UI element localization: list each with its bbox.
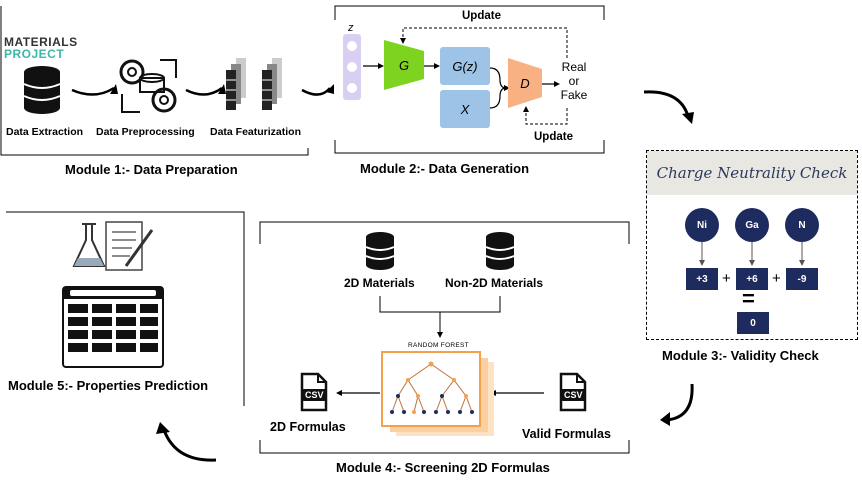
charge-check-header: Charge Neutrality Check [647,151,857,195]
lab-flask-document-icon [72,221,154,271]
gan-output: Real or Fake [560,60,588,102]
arrow-m1-m2 [301,84,334,96]
class-2d-materials: 2D Materials [344,276,415,290]
element-node-ga: Ga [735,208,769,242]
plus-sign-1: + [722,270,731,287]
update-bottom-label: Update [534,131,573,143]
latent-vector [343,34,361,100]
csv-output-tag: CSV [302,389,327,401]
element-node-ni: Ni [685,208,719,242]
arrow-1 [71,84,118,96]
element-node-n: N [785,208,819,242]
step-data-extraction: Data Extraction [6,126,84,138]
module5-title: Module 5:- Properties Prediction [8,378,209,393]
module1-title: Module 1:- Data Preparation [65,162,238,177]
gears-icon [119,59,177,113]
module2-title: Module 2:- Data Generation [360,161,530,176]
equals-sign: = [742,286,755,311]
results-table-icon [62,286,164,368]
database-2d-icon [365,232,395,270]
arrow-m2-m3 [643,90,694,124]
charge-box-n: -9 [786,268,818,290]
real-sample-label: X [460,101,470,117]
logo-line2: PROJECT [4,47,65,61]
plus-sign-2: + [772,270,781,287]
step-data-preprocessing: Data Preprocessing [96,126,195,138]
database-non2d-icon [485,232,515,270]
generator-label: G [398,57,410,73]
charge-box-ni: +3 [686,268,718,290]
charge-box-ga: +6 [736,268,768,290]
random-forest-label: RANDOM FOREST [408,342,469,349]
charge-sum-box: 0 [737,312,769,334]
validity-check-frame [646,150,858,340]
output-real: Real [561,60,587,74]
module4-title: Module 4:- Screening 2D Formulas [336,460,550,475]
discriminator-label: D [520,75,530,91]
generated-label: G(z) [452,58,478,74]
database-icon [23,66,61,114]
csv-input-icon: CSV [555,372,589,412]
class-non2d-materials: Non-2D Materials [445,276,544,290]
latent-z-label: z [348,22,354,34]
arrow-2 [185,84,226,96]
random-forest-icon [381,351,494,436]
output-or: or [568,74,580,88]
step-data-featurization: Data Featurization [210,126,302,138]
real-sample-box: X [440,90,490,128]
charge-check-title: Charge Neutrality Check [656,164,848,182]
output-fake: Fake [560,88,588,102]
valid-formulas-label: Valid Formulas [522,427,611,441]
feature-matrix-icon [226,58,282,110]
generated-sample-box: G(z) [440,47,490,85]
arrow-m3-m4 [660,383,694,426]
module3-title: Module 3:- Validity Check [662,348,819,363]
csv-input-tag: CSV [561,389,586,401]
update-top-label: Update [462,10,501,22]
2d-formulas-label: 2D Formulas [270,420,346,434]
arrow-m4-m5 [156,422,217,462]
materials-project-logo: MATERIALS PROJECT [4,36,78,60]
csv-output-icon: CSV [296,372,330,412]
logo-line1: MATERIALS [4,35,78,49]
